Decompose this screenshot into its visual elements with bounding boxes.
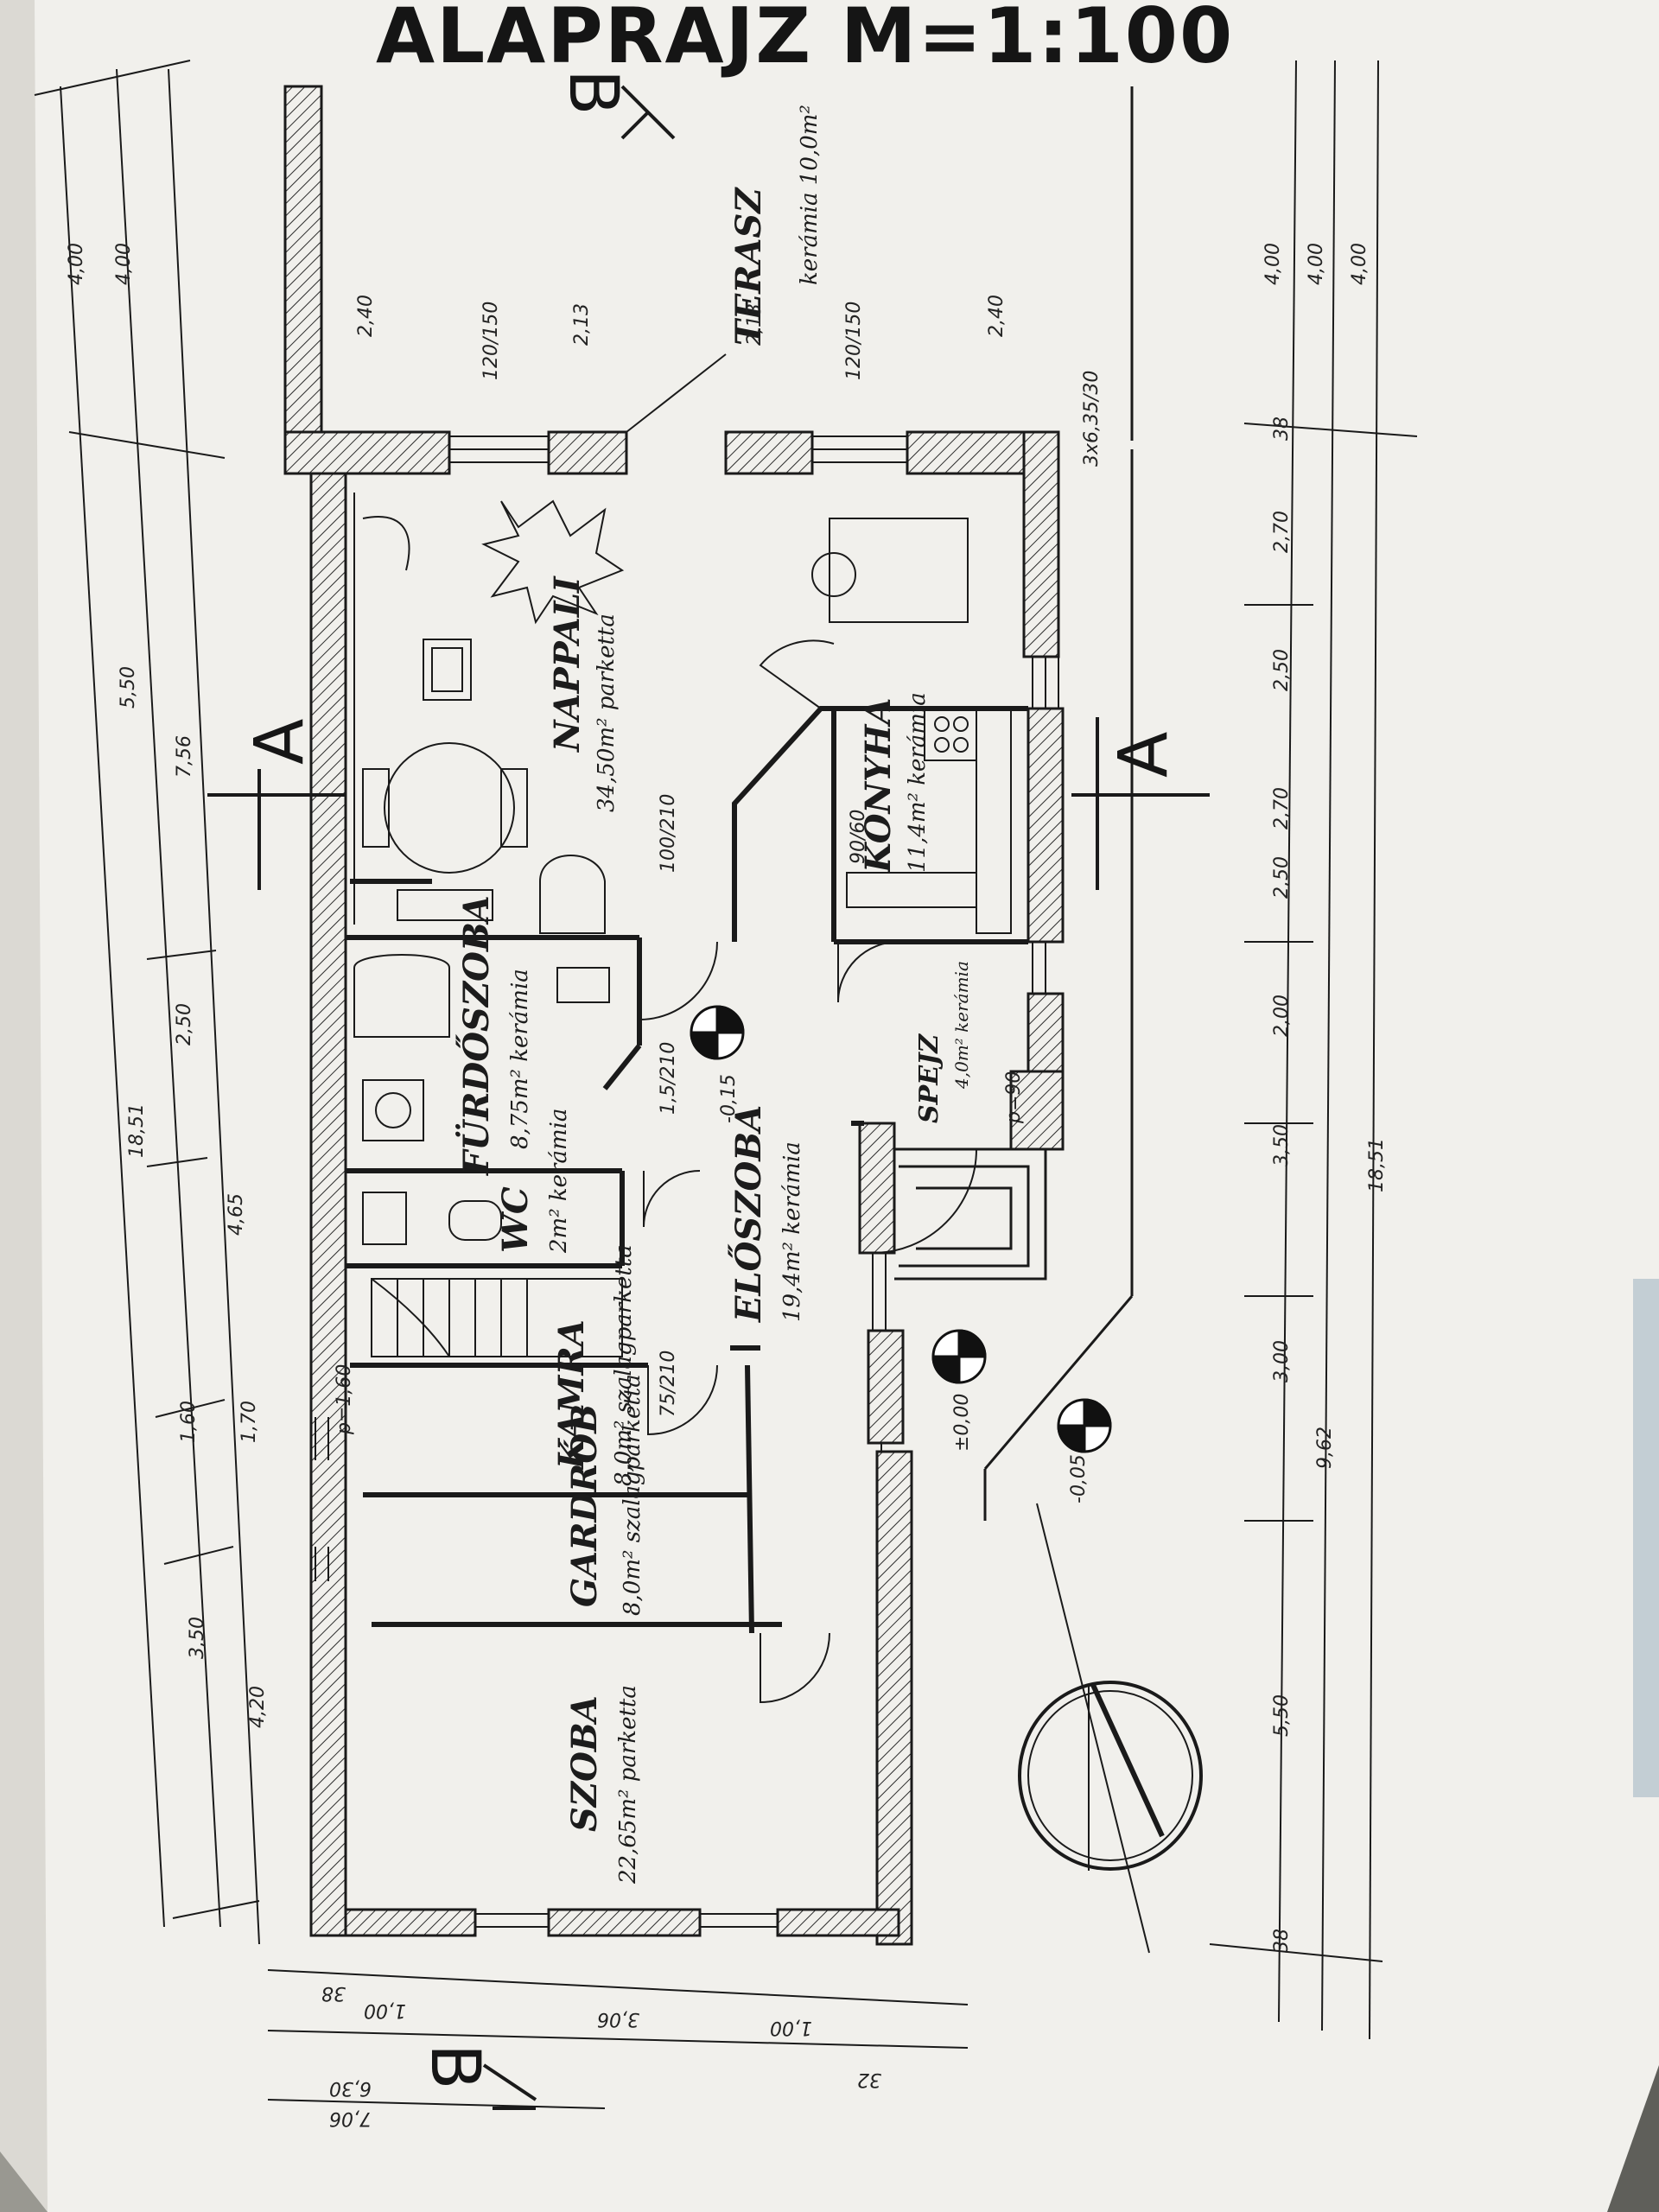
room-labels: NAPPALI 34,50m² parketta KONYHA 11,4m² k… (456, 105, 972, 1885)
dimension-text-right: 4,00 4,00 4,00 38 2,70 2,50 2,70 2,50 2,00 3,50 3,… (1262, 243, 1388, 1953)
room-name-0: NAPPALI (547, 575, 588, 753)
dimension-text-bottom: 1,00 3,06 1,00 6,30 7,06 38 32 (321, 1982, 881, 2129)
dims_bottom-6: 32 (857, 2069, 881, 2090)
door_window_marks-1: 100/210 (658, 794, 679, 873)
level-hall: -0,15 (718, 1074, 740, 1123)
dimension-lines-left (34, 60, 969, 2109)
plan-title: ALAPRAJZ M=1:100 (376, 0, 1234, 80)
entrance-steps (894, 86, 1134, 1521)
room-area-7: 8,0m² szalagparketta (620, 1374, 645, 1616)
room-area-8: 22,65m² parketta (615, 1685, 641, 1885)
section-label-b-top: B (554, 69, 632, 116)
dims_right-4: 2,70 (1271, 511, 1293, 553)
dims_top_left-4: 18,51 (126, 1103, 148, 1158)
room-name-6: KAMRA (551, 1319, 592, 1470)
room-name-8: SZOBA (564, 1695, 605, 1832)
dims_bottom-3: 6,30 (329, 2077, 372, 2099)
doors (626, 353, 977, 1704)
dims_top_left-10: 4,20 (247, 1686, 269, 1728)
door_window_marks-11: 3x6,35/30 (1081, 371, 1103, 467)
dims_right-7: 2,50 (1271, 856, 1293, 899)
room-area-9: kerámia 10,0m² (797, 105, 823, 285)
door_window_marks-0: 120/150 (480, 302, 502, 380)
room-name-1: KONYHA (858, 698, 899, 874)
room-area-0: 34,50m² parketta (594, 613, 620, 812)
north-arrow-icon (1018, 1503, 1203, 1954)
dims_right-13: 38 (1271, 1929, 1293, 1953)
dims_right-2: 4,00 (1349, 243, 1370, 285)
door_window_marks-8: 2,13 (571, 303, 593, 346)
room-area-3: 2m² kerámia (546, 1109, 572, 1254)
room-name-2: FÜRDŐSZOBA (456, 895, 497, 1176)
section-lines (207, 85, 1210, 2110)
bathroom-fixtures (353, 954, 610, 1245)
level-terrain: -0,05 (1068, 1454, 1090, 1503)
dims_top_left-6: 4,65 (226, 1193, 247, 1236)
dims_top_left-8: 1,70 (238, 1401, 260, 1443)
dims_right-9: 3,50 (1271, 1124, 1293, 1166)
dims_right-11: 9,62 (1314, 1427, 1336, 1469)
dims_bottom-1: 3,06 (597, 2008, 639, 2030)
door_window_marks-6: 120/150 (843, 302, 865, 380)
dimension-text-left: 4,00 4,00 5,50 7,56 18,51 2,50 4,65 1,60 1,70 3,5… (66, 243, 269, 1728)
dims_right-3: 38 (1271, 416, 1293, 441)
door_window_marks-4: p=90 (1003, 1071, 1025, 1124)
dimension-lines-right (1209, 60, 1418, 2040)
door_window_marks-9: 2,13 (744, 303, 766, 346)
dims_bottom-5: 38 (321, 1982, 346, 2004)
walls (283, 85, 1065, 1946)
room-name-9: TERASZ (728, 187, 769, 346)
room-name-5: SPEJZ (914, 1033, 944, 1123)
stairs (371, 1278, 623, 1357)
dims_bottom-0: 1,00 (364, 1999, 406, 2021)
dims_right-8: 2,00 (1271, 995, 1293, 1037)
room-area-1: 11,4m² kerámia (905, 692, 931, 873)
dims_top_left-7: 1,60 (178, 1401, 200, 1443)
dims_right-12: 5,50 (1271, 1694, 1293, 1737)
dims_top_left-0: 4,00 (66, 243, 87, 285)
section-label-b-bottom: B (416, 2044, 493, 2090)
dims_right-10: 3,00 (1271, 1340, 1293, 1382)
door_window_marks-7: 2,40 (355, 295, 377, 337)
section-label-a-left: A (241, 719, 319, 765)
kitchen-fixtures (846, 708, 1012, 934)
dims_right-1: 4,00 (1306, 243, 1327, 285)
dims_top_left-3: 7,56 (174, 735, 195, 778)
door_window_marks-10: 2,40 (986, 295, 1007, 337)
room-area-4: 19,4m² kerámia (779, 1141, 805, 1322)
dims_right-5: 2,50 (1271, 649, 1293, 691)
dims_bottom-2: 1,00 (770, 2017, 812, 2038)
dims_top_left-5: 2,50 (174, 1003, 195, 1046)
paper-shadow-left (0, 0, 48, 2212)
windows (315, 435, 1059, 1928)
room-area-5: 4,0m² kerámia (951, 961, 972, 1090)
dims_right-0: 4,00 (1262, 243, 1284, 285)
room-area-6: 8,0m² szalagparketta (611, 1244, 637, 1486)
dims_top_left-9: 3,50 (187, 1617, 208, 1659)
living-room-furniture (345, 484, 969, 934)
dims_right-14: 18,51 (1366, 1138, 1388, 1192)
level-entrance: ±0,00 (951, 1394, 973, 1452)
door_window_marks-2: 90/60 (848, 810, 869, 864)
dims_right-6: 2,70 (1271, 787, 1293, 830)
dims_bottom-4: 7,06 (329, 2107, 372, 2129)
room-name-7: GARDRÓB (564, 1404, 605, 1607)
paper-edge-right (1633, 1279, 1659, 1797)
section-label-a-right: A (1105, 732, 1183, 778)
room-name-4: ELŐSZOBA (728, 1105, 769, 1323)
door_window_marks-3: 1,5/210 (658, 1042, 679, 1115)
dims_top_left-2: 5,50 (118, 666, 139, 709)
dims_top_left-1: 4,00 (113, 243, 135, 285)
door-window-marks: 120/150 100/210 90/60 1,5/210 p=90 p=1,60 120/… (334, 295, 1103, 1435)
door_window_marks-12: 75/210 (658, 1351, 679, 1417)
room-name-3: WC (495, 1186, 536, 1253)
room-area-2: 8,75m² kerámia (507, 969, 533, 1149)
level-markers (690, 1005, 1112, 1453)
door_window_marks-5: p=1,60 (334, 1364, 355, 1435)
